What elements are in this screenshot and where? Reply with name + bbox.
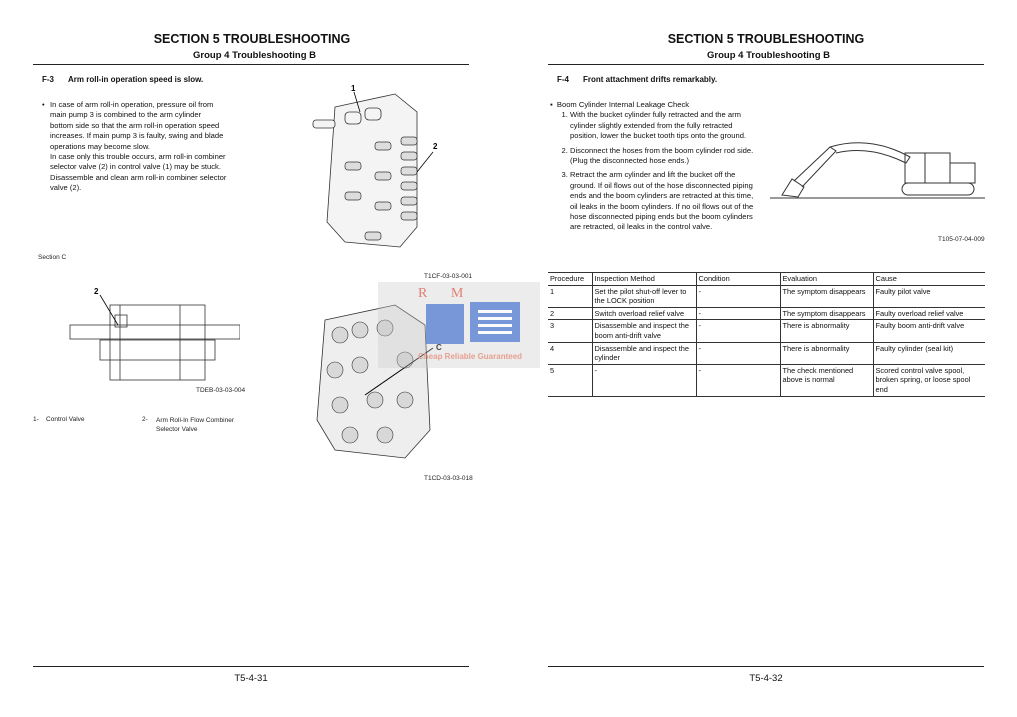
table-row: 2 Switch overload relief valve-The sympto… — [548, 307, 985, 320]
right-footer-rule — [548, 666, 984, 667]
table-cell: Faulty cylinder (seal kit) — [872, 342, 985, 365]
right-header-rule — [548, 64, 984, 65]
control-valve-figure: 1 2 — [312, 84, 438, 248]
left-header-rule — [33, 64, 469, 65]
table-cell: 3 — [550, 321, 555, 331]
column-header: Inspection Method — [591, 272, 696, 286]
table-cell: Faulty pilot valve — [872, 285, 985, 308]
section-c-figure: 2 — [69, 287, 240, 381]
table-cell: 1 — [550, 286, 555, 296]
table-cell: Switch overload relief valve — [591, 307, 696, 320]
bullet-line: increases. If main pump 3 is faulty, swi… — [50, 131, 224, 141]
table-cell: The check mentioned above is normal — [779, 364, 873, 397]
left-page-number: T5-4-31 — [234, 673, 268, 684]
table-cell: There is abnormality — [779, 319, 873, 343]
heading-number: F-3 — [42, 75, 54, 84]
table-cell: - — [695, 285, 780, 308]
step-list: With the bucket cylinder fully retracted… — [550, 110, 758, 232]
bullet-text: Boom Cylinder Internal Leakage Check — [556, 100, 690, 109]
legend-num: 2- — [142, 416, 148, 423]
watermark: R M Cheap Reliable Guaranteed — [378, 282, 540, 368]
right-fig-code: T105-07-04-009 — [938, 236, 985, 243]
table-row: 3 Disassemble and inspect the boom anti-d… — [548, 319, 985, 343]
legend-text: Control Valve — [46, 416, 85, 423]
table-cell: Disassemble and inspect the boom anti-dr… — [591, 319, 696, 343]
table-cell: 4 — [550, 343, 555, 353]
table-cell: - — [695, 364, 780, 397]
control-valve-cutaway-figure: C — [316, 304, 442, 459]
heading-number: F-4 — [557, 75, 569, 84]
fig1-code: T1CF-03-03-001 — [424, 273, 473, 280]
table-cell: Disassemble and inspect the cylinder — [591, 342, 696, 365]
column-header: Condition — [695, 272, 780, 286]
callout-c: C — [436, 343, 442, 352]
table-cell: Set the pilot shut-off lever to the LOCK… — [591, 285, 696, 308]
wrench-icon — [426, 304, 464, 344]
table-cell: There is abnormality — [779, 342, 873, 365]
left-bullet: • In case of arm roll-in operation, pres… — [42, 100, 282, 194]
bullet-title: ▪ Boom Cylinder Internal Leakage Check — [550, 100, 690, 109]
right-group-title: Group 4 Troubleshooting B — [707, 50, 830, 61]
bullet-line: operations may become slow. — [50, 141, 151, 151]
step: With the bucket cylinder fully retracted… — [570, 110, 758, 141]
right-procedure: ▪ Boom Cylinder Internal Leakage Check W… — [550, 100, 758, 237]
callout-1: 1 — [351, 84, 356, 93]
table-row: 1 Set the pilot shut-off lever to the LOC… — [548, 285, 985, 308]
right-section-title: SECTION 5 TROUBLESHOOTING — [667, 32, 865, 46]
table-cell: 5 — [550, 365, 555, 375]
bullet-text: In case of arm roll-in operation, pressu… — [42, 100, 282, 194]
table-cell: - — [695, 342, 780, 365]
table-row: 4 Disassemble and inspect the cylinder-Th… — [548, 342, 985, 365]
table-cell: The symptom disappears — [779, 307, 873, 320]
fig2-code: TDEB-03-03-004 — [196, 387, 246, 394]
column-header: Procedure — [550, 274, 585, 283]
table-cell: Scored control valve spool, broken sprin… — [872, 364, 985, 397]
heading-text: Front attachment drifts remarkably. — [583, 75, 718, 84]
legend-item-1: 1- Control Valve — [33, 416, 85, 423]
table-cell: - — [591, 364, 696, 397]
table-cell: 2 — [550, 308, 555, 318]
bullet-line: In case of arm roll-in operation, pressu… — [50, 100, 214, 109]
left-heading: F-3 Arm roll-in operation speed is slow. — [42, 75, 203, 84]
right-page-number: T5-4-32 — [749, 673, 783, 684]
watermark-bottom-text: Cheap Reliable Guaranteed — [418, 352, 523, 361]
fig3-code: T1CD-03-03-018 — [424, 475, 473, 482]
bullet-dot: • — [42, 100, 45, 109]
callout-2: 2 — [433, 142, 438, 151]
column-header: Cause — [872, 272, 985, 286]
table-cell: Faulty boom anti-drift valve — [872, 319, 985, 343]
table-cell: - — [695, 319, 780, 343]
bullet-line: selector valve (2) in control valve (1) … — [50, 162, 221, 172]
legend-item-2: 2- — [142, 416, 155, 423]
table-cell: The symptom disappears — [779, 285, 873, 308]
heading-text: Arm roll-in operation speed is slow. — [68, 75, 204, 84]
legend-text-2: Arm Roll-In Flow Combiner Selector Valve — [156, 417, 235, 433]
bullet-line: In case only this trouble occurs, arm ro… — [50, 152, 226, 162]
watermark-top-text: R M — [418, 286, 474, 301]
left-footer-rule — [33, 666, 469, 667]
excavator-figure — [770, 142, 985, 199]
column-header: Evaluation — [779, 272, 873, 286]
bullet-line: main pump 3 is combined to the arm cylin… — [50, 110, 202, 120]
book-icon — [470, 302, 520, 342]
section-label: Section C — [38, 254, 67, 261]
right-heading: F-4 Front attachment drifts remarkably. — [557, 75, 717, 84]
table-cell: - — [695, 307, 780, 320]
step: Disconnect the hoses from the boom cylin… — [570, 146, 758, 167]
bullet-line: valve (2). — [50, 183, 82, 193]
step: Retract the arm cylinder and lift the bu… — [570, 170, 758, 232]
legend-num: 1- — [33, 416, 39, 423]
table-cell: Faulty overload relief valve — [872, 307, 985, 320]
left-group-title: Group 4 Troubleshooting B — [193, 50, 316, 61]
bullet-line: Disassemble and clean arm roll-in combin… — [50, 172, 227, 182]
left-section-title: SECTION 5 TROUBLESHOOTING — [153, 32, 351, 46]
callout-2: 2 — [94, 287, 99, 296]
bullet-line: bottom side so that the arm roll-in oper… — [50, 120, 220, 130]
